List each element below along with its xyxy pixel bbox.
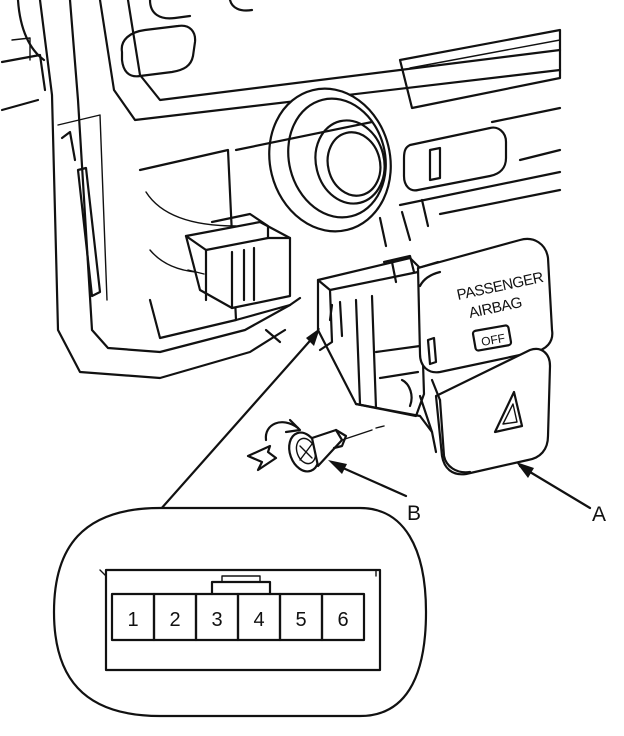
connector-face — [104, 568, 382, 672]
callout-leader-a — [516, 462, 592, 510]
pin-number-1: 1 — [127, 609, 138, 631]
pin-number-2: 2 — [169, 609, 180, 631]
callout-label-b: B — [407, 502, 421, 525]
pin-cell — [320, 592, 366, 642]
callout-leader-b — [328, 460, 408, 498]
pin-number-4: 4 — [253, 609, 264, 631]
pin-number-6: 6 — [337, 609, 348, 631]
pin-number-5: 5 — [295, 609, 306, 631]
airbag-switch-assembly: PASSENGER AIRBAG OFF — [316, 237, 554, 476]
dashboard-panel — [0, 0, 562, 380]
switch-label-off: OFF — [480, 331, 506, 349]
callout-label-a: A — [592, 503, 606, 526]
pin-number-3: 3 — [211, 609, 222, 631]
magnifier-leader — [158, 328, 320, 512]
connector-closeup: 1 2 3 4 5 6 — [52, 506, 428, 718]
rotation-arrow-icon — [246, 418, 302, 472]
harness-connector — [184, 212, 292, 310]
mounting-screw — [288, 425, 385, 473]
